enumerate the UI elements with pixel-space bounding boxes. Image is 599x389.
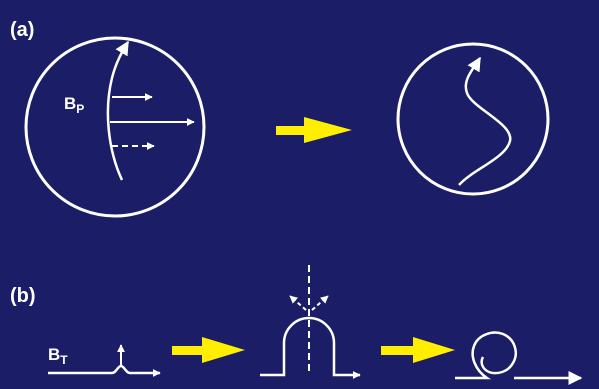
panel-b-label: (b) bbox=[10, 285, 36, 307]
transition-arrow-b2 bbox=[381, 337, 455, 363]
poloidal-field-line bbox=[108, 42, 128, 180]
toroidal-field-stage-2 bbox=[260, 265, 360, 375]
b-p-label: BP bbox=[64, 94, 84, 116]
transition-arrow-a bbox=[276, 117, 352, 143]
panel-a-label: (a) bbox=[10, 19, 34, 41]
transition-arrow-b1 bbox=[172, 337, 245, 363]
twisted-field-line bbox=[459, 58, 510, 185]
toroidal-field-stage-3 bbox=[455, 333, 581, 378]
b-t-label: BT bbox=[48, 345, 68, 367]
